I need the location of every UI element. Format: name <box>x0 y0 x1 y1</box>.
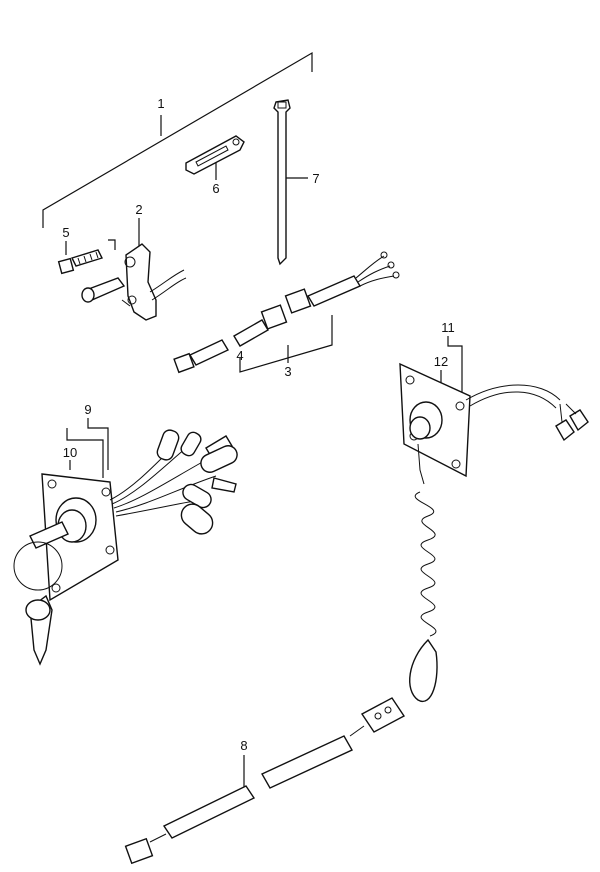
stop-switch-part-12 <box>399 362 589 703</box>
label-part-7: 7 <box>312 171 319 186</box>
label-part-5: 5 <box>62 225 69 240</box>
extension-cable-part-8 <box>124 697 406 865</box>
label-part-8: 8 <box>240 738 247 753</box>
part-labels: 1 2 3 4 5 6 7 8 9 10 11 12 <box>62 96 454 753</box>
label-part-6: 6 <box>212 181 219 196</box>
screw-part-5 <box>57 249 103 275</box>
label-part-4: 4 <box>236 348 243 363</box>
callout-lines <box>42 51 463 795</box>
wire-harness-part-3 <box>173 251 400 374</box>
ignition-switch-part-10 <box>13 429 238 666</box>
label-part-9: 9 <box>84 402 91 417</box>
cable-tie-part-7 <box>273 99 291 266</box>
label-part-11: 11 <box>441 320 455 335</box>
label-part-10: 10 <box>63 445 77 460</box>
label-part-3: 3 <box>284 364 291 379</box>
label-part-12: 12 <box>434 354 448 369</box>
clip-bracket-part-6 <box>185 135 245 175</box>
label-part-1: 1 <box>157 96 164 111</box>
lever-switch-part-2 <box>81 243 187 321</box>
label-part-2: 2 <box>135 202 142 217</box>
